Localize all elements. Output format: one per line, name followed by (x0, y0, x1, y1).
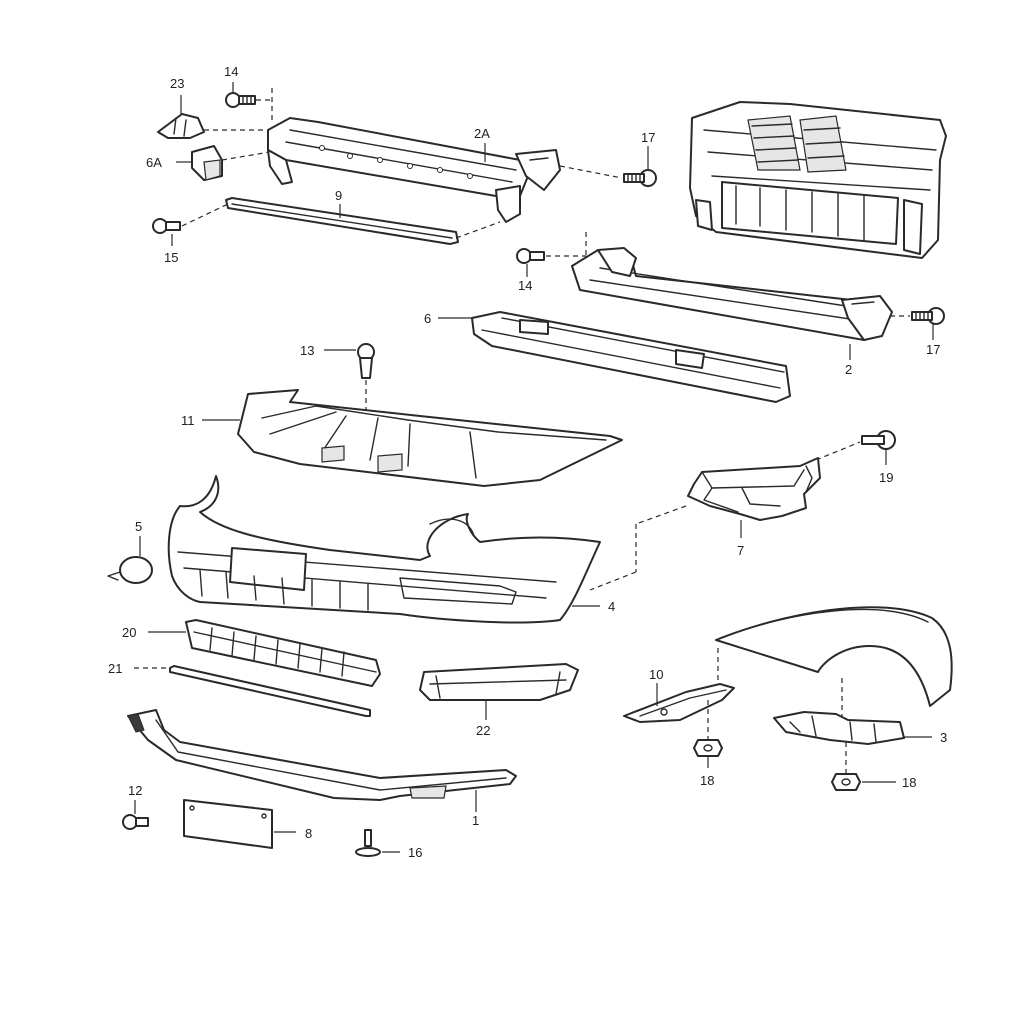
part-18-nut-left[interactable] (693, 739, 723, 757)
part-23-bracket[interactable] (157, 113, 205, 139)
part-4-bumper-cover[interactable] (167, 475, 601, 624)
part-2-crossmember[interactable] (571, 247, 893, 341)
part-6-energy-absorber[interactable] (471, 311, 791, 403)
callout-7: 7 (737, 543, 744, 558)
part-7-highlighted-bracket[interactable] (687, 457, 821, 521)
callout-12: 12 (128, 783, 142, 798)
part-21-molding[interactable] (169, 665, 371, 717)
part-11-undertray[interactable] (237, 389, 623, 487)
callout-23: 23 (170, 76, 184, 91)
part-9-trim-strip[interactable] (225, 197, 459, 245)
callout-18-right: 18 (902, 775, 916, 790)
part-12-bolt[interactable] (122, 814, 149, 830)
callout-19: 19 (879, 470, 893, 485)
callout-17-right: 17 (926, 342, 940, 357)
callout-20: 20 (122, 625, 136, 640)
callout-1: 1 (472, 813, 479, 828)
callout-17-top: 17 (641, 130, 655, 145)
callout-9: 9 (335, 188, 342, 203)
part-18-nut-right[interactable] (831, 773, 861, 791)
part-6a-block[interactable] (191, 145, 223, 181)
callout-2: 2 (845, 362, 852, 377)
part-15-bolt[interactable] (152, 218, 181, 234)
callout-6: 6 (424, 311, 431, 326)
part-14-bolt-middle[interactable] (516, 248, 545, 264)
callout-15: 15 (164, 250, 178, 265)
part-1-lower-spoiler[interactable] (127, 709, 517, 801)
part-17-bolt-top[interactable] (623, 169, 657, 187)
part-17-bolt-right[interactable] (911, 307, 945, 325)
part-22-fog-grille[interactable] (419, 663, 579, 701)
callout-2a: 2A (474, 126, 490, 141)
callout-10: 10 (649, 667, 663, 682)
callout-11: 11 (181, 413, 195, 428)
callout-14-middle: 14 (518, 278, 532, 293)
callout-6a: 6A (146, 155, 162, 170)
callout-5: 5 (135, 519, 142, 534)
part-13-clip[interactable] (357, 343, 375, 379)
part-20-grille[interactable] (185, 619, 381, 687)
callout-13: 13 (300, 343, 314, 358)
part-8-plate-bracket[interactable] (183, 799, 273, 849)
part-19-bolt[interactable] (861, 430, 896, 450)
part-14-bolt-top[interactable] (225, 92, 256, 108)
part-10-bracket[interactable] (623, 683, 735, 723)
callout-3: 3 (940, 730, 947, 745)
part-5-tow-cap[interactable] (107, 556, 153, 584)
callout-4: 4 (608, 599, 615, 614)
callout-14-top: 14 (224, 64, 238, 79)
callout-8: 8 (305, 826, 312, 841)
part-2a-crossmember[interactable] (267, 117, 561, 223)
part-16-screw[interactable] (355, 829, 381, 857)
callout-22: 22 (476, 723, 490, 738)
callout-18-left: 18 (700, 773, 714, 788)
part-3-bracket[interactable] (773, 711, 905, 745)
radiator-support[interactable] (689, 101, 947, 259)
fender[interactable] (715, 606, 953, 707)
callout-16: 16 (408, 845, 422, 860)
callout-21: 21 (108, 661, 122, 676)
